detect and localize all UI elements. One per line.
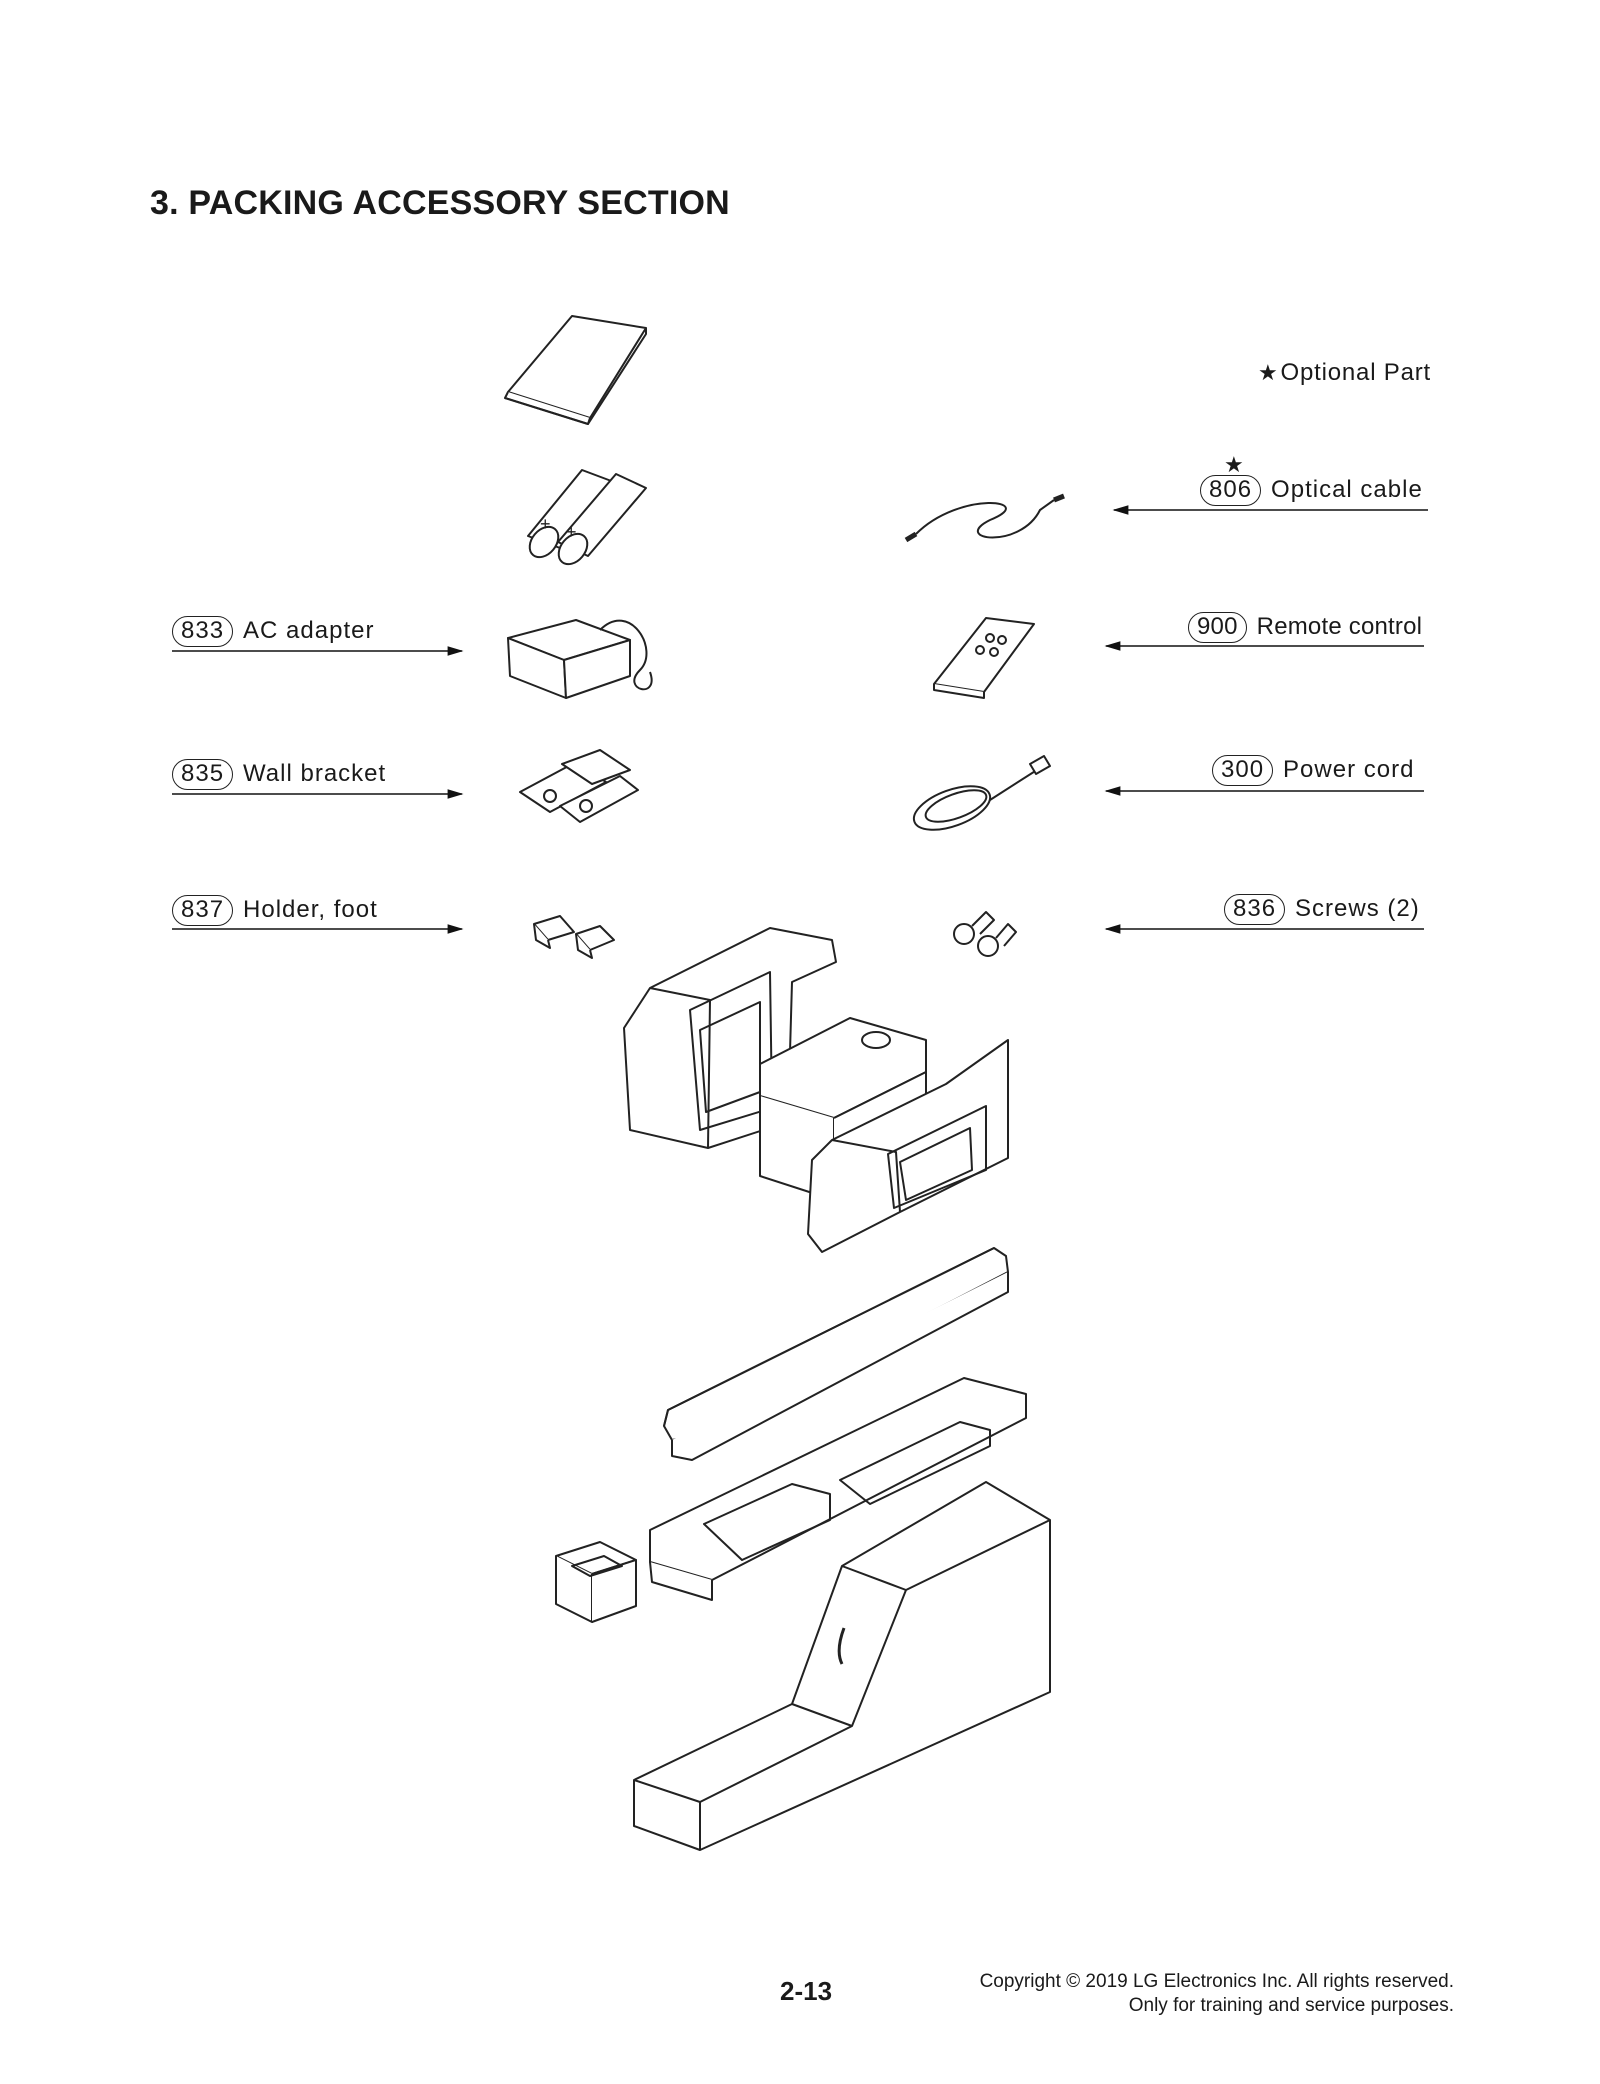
usage-note: Only for training and service purposes.	[1128, 1995, 1454, 2016]
part-number: 833	[172, 616, 234, 647]
part-number: 835	[172, 759, 234, 790]
part-label-ac-adapter: 833 AC adapter	[172, 616, 374, 647]
part-number: 806	[1200, 475, 1262, 506]
copyright-text: Copyright © 2019 LG Electronics Inc. All…	[979, 1971, 1454, 1992]
manual-icon	[504, 315, 647, 425]
part-name: Optical cable	[1271, 476, 1423, 503]
part-name: Power cord	[1283, 756, 1415, 783]
part-label-optical-cable: 806 Optical cable	[1200, 475, 1423, 506]
copyright-notice: Copyright © 2019 LG Electronics Inc. All…	[980, 1970, 1454, 2018]
part-name: Wall bracket	[243, 760, 387, 787]
part-label-holder-foot: 837 Holder, foot	[172, 895, 378, 926]
part-name: Holder, foot	[243, 896, 378, 923]
part-label-screws: 836 Screws (2)	[1224, 894, 1420, 925]
carton-sleeve	[633, 1481, 1051, 1851]
small-foam-insert	[555, 1541, 637, 1623]
part-number: 836	[1224, 894, 1286, 925]
part-label-power-cord: 300 Power cord	[1212, 755, 1414, 786]
svg-text:+: +	[566, 522, 577, 542]
wall-bracket-icon	[519, 749, 639, 823]
power-cord-icon	[912, 755, 1051, 831]
star-icon: ★	[1258, 360, 1279, 385]
part-number: 837	[172, 895, 234, 926]
part-name: AC adapter	[243, 617, 375, 644]
part-name: Remote control	[1256, 613, 1423, 640]
part-number: 300	[1212, 755, 1274, 786]
svg-text:+: +	[540, 514, 551, 534]
soundbar-unit	[663, 1247, 1009, 1461]
optional-legend: ★Optional Part	[1258, 359, 1431, 387]
holder-foot-icon	[533, 915, 615, 959]
part-label-wall-bracket: 835 Wall bracket	[172, 759, 386, 790]
ac-adapter-icon	[507, 619, 653, 699]
part-name: Screws (2)	[1295, 895, 1420, 922]
remote-control-icon	[933, 617, 1035, 699]
part-number: 900	[1188, 612, 1247, 643]
optional-legend-text: Optional Part	[1280, 359, 1432, 386]
screws-icon	[953, 911, 1017, 957]
packing-tray	[649, 1377, 1027, 1601]
right-foam-endcap	[807, 1039, 1009, 1253]
optical-cable-icon	[904, 493, 1065, 543]
page-title: 3. PACKING ACCESSORY SECTION	[150, 184, 730, 222]
optional-star-icon: ★	[1224, 452, 1244, 477]
page-number: 2-13	[780, 1976, 833, 2006]
part-label-remote-control: 900 Remote control	[1188, 612, 1422, 643]
batteries-icon: + +	[527, 469, 647, 566]
